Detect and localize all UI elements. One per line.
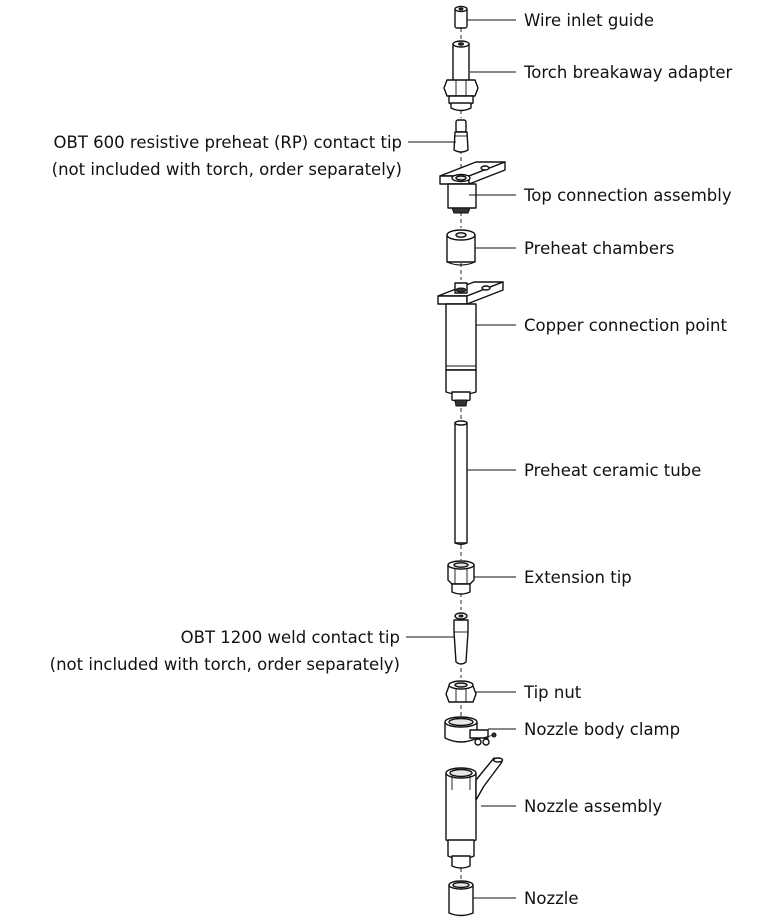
label-rp-contact-tip: OBT 600 resistive preheat (RP) contact t… bbox=[54, 133, 402, 152]
top-connection-assembly-part bbox=[439, 161, 506, 214]
nozzle-part bbox=[448, 880, 474, 917]
weld-contact-tip-part bbox=[453, 612, 469, 665]
label-preheat-ceramic-tube: Preheat ceramic tube bbox=[524, 461, 701, 480]
label-nozzle-assembly: Nozzle assembly bbox=[524, 797, 662, 816]
tip-nut-part bbox=[445, 680, 477, 703]
label-top-connection-assembly: Top connection assembly bbox=[523, 186, 732, 205]
label-preheat-chambers: Preheat chambers bbox=[524, 239, 674, 258]
preheat-chambers-part bbox=[446, 229, 476, 266]
label-rp-contact-tip-note: (not included with torch, order separate… bbox=[52, 160, 402, 179]
label-nozzle-body-clamp: Nozzle body clamp bbox=[524, 720, 680, 739]
leader-lines bbox=[406, 19, 516, 899]
label-torch-breakaway-adapter: Torch breakaway adapter bbox=[523, 63, 733, 82]
label-wire-inlet-guide: Wire inlet guide bbox=[524, 11, 654, 30]
wire-inlet-guide-part bbox=[454, 5, 468, 29]
label-weld-contact-tip-note: (not included with torch, order separate… bbox=[50, 655, 400, 674]
label-extension-tip: Extension tip bbox=[524, 568, 632, 587]
torch-breakaway-adapter-part bbox=[443, 40, 479, 112]
nozzle-assembly-part bbox=[445, 757, 504, 869]
extension-tip-part bbox=[447, 560, 475, 595]
rp-contact-tip-part bbox=[453, 119, 469, 153]
label-nozzle: Nozzle bbox=[524, 889, 579, 908]
label-copper-connection-point: Copper connection point bbox=[524, 316, 728, 335]
copper-connection-point-part bbox=[437, 281, 504, 407]
preheat-ceramic-tube-part bbox=[454, 420, 468, 546]
label-tip-nut: Tip nut bbox=[523, 683, 582, 702]
nozzle-body-clamp-part bbox=[444, 716, 497, 746]
label-weld-contact-tip: OBT 1200 weld contact tip bbox=[181, 628, 400, 647]
